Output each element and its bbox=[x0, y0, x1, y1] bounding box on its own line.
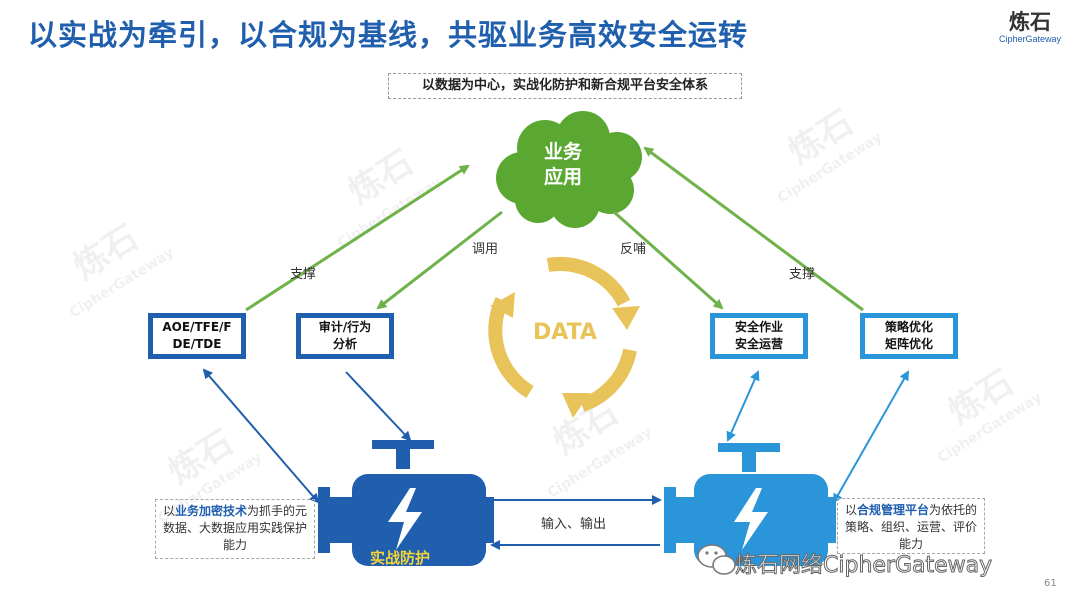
box-audit-line2: 分析 bbox=[332, 337, 357, 351]
box-aoe-line1: AOE/TFE/F bbox=[162, 320, 232, 334]
green-arrow bbox=[643, 146, 864, 312]
left-desc-highlight: 业务加密技术 bbox=[174, 504, 247, 518]
data-label: DATA bbox=[533, 320, 597, 345]
label-feedback: 反哺 bbox=[620, 242, 647, 257]
box-audit-line1: 审计/行为 bbox=[318, 320, 372, 334]
left-desc-prefix: 以 bbox=[162, 504, 175, 518]
box-strategy: 策略优化矩阵优化 bbox=[860, 313, 958, 359]
left-desc-suffix: 为抓手的元数据、大数据应用实践保护能力 bbox=[162, 504, 308, 552]
wechat-icon bbox=[697, 544, 736, 575]
lightning-icon bbox=[388, 488, 422, 550]
page-number: 61 bbox=[1044, 578, 1057, 589]
right-desc-suffix: 为依托的策略、组织、运营、评价能力 bbox=[844, 503, 978, 551]
blue-arrow bbox=[345, 371, 412, 442]
box-secops-line1: 安全作业 bbox=[734, 320, 783, 334]
cloud-line-1: 业务 bbox=[543, 141, 582, 163]
box-strategy-line1: 策略优化 bbox=[884, 320, 933, 334]
right-desc-highlight: 合规管理平台 bbox=[856, 503, 929, 517]
lightning-icon bbox=[734, 488, 768, 550]
box-strategy-line2: 矩阵优化 bbox=[884, 337, 933, 351]
green-arrow bbox=[245, 164, 470, 312]
engine-left bbox=[318, 440, 494, 566]
page-title: 以实战为牵引，以合规为基线，共驱业务高效安全运转 bbox=[28, 18, 749, 52]
io-label: 输入、输出 bbox=[541, 517, 607, 532]
box-aoe-line2: DE/TDE bbox=[172, 337, 222, 351]
cloud-line-2: 应用 bbox=[543, 166, 582, 188]
right-description: 以合规管理平台为依托的策略、组织、运营、评价能力 bbox=[837, 498, 985, 554]
box-secops: 安全作业安全运营 bbox=[710, 313, 808, 359]
data-cycle-arrowheads bbox=[490, 292, 640, 418]
cloud-shape bbox=[496, 111, 642, 228]
subtitle-box: 以数据为中心，实战化防护和新合规平台安全体系 bbox=[388, 73, 742, 99]
right-desc-prefix: 以 bbox=[844, 503, 857, 517]
bidirectional-arrow bbox=[833, 370, 909, 504]
label-support-left: 支撑 bbox=[290, 267, 317, 282]
company-logo: 炼石 CipherGateway bbox=[990, 10, 1070, 45]
label-support-right: 支撑 bbox=[789, 267, 816, 282]
bidirectional-arrow bbox=[202, 368, 320, 504]
logo-main-text: 炼石 bbox=[1009, 9, 1051, 34]
data-cycle bbox=[488, 257, 637, 412]
engine-left-label: 实战防护 bbox=[370, 549, 431, 567]
box-secops-line2: 安全运营 bbox=[734, 337, 783, 351]
box-audit: 审计/行为分析 bbox=[296, 313, 394, 359]
left-description: 以业务加密技术为抓手的元数据、大数据应用实践保护能力 bbox=[155, 499, 315, 559]
green-arrow bbox=[613, 210, 724, 310]
cloud-label: 业务 应用 bbox=[520, 140, 606, 190]
footer-brand: 炼石网络CipherGateway bbox=[734, 553, 993, 579]
box-aoe: AOE/TFE/F DE/TDE bbox=[148, 313, 246, 359]
bidirectional-arrow bbox=[726, 370, 760, 442]
logo-sub-text: CipherGateway bbox=[998, 34, 1062, 44]
green-arrow bbox=[376, 210, 503, 310]
label-invoke: 调用 bbox=[472, 242, 499, 257]
